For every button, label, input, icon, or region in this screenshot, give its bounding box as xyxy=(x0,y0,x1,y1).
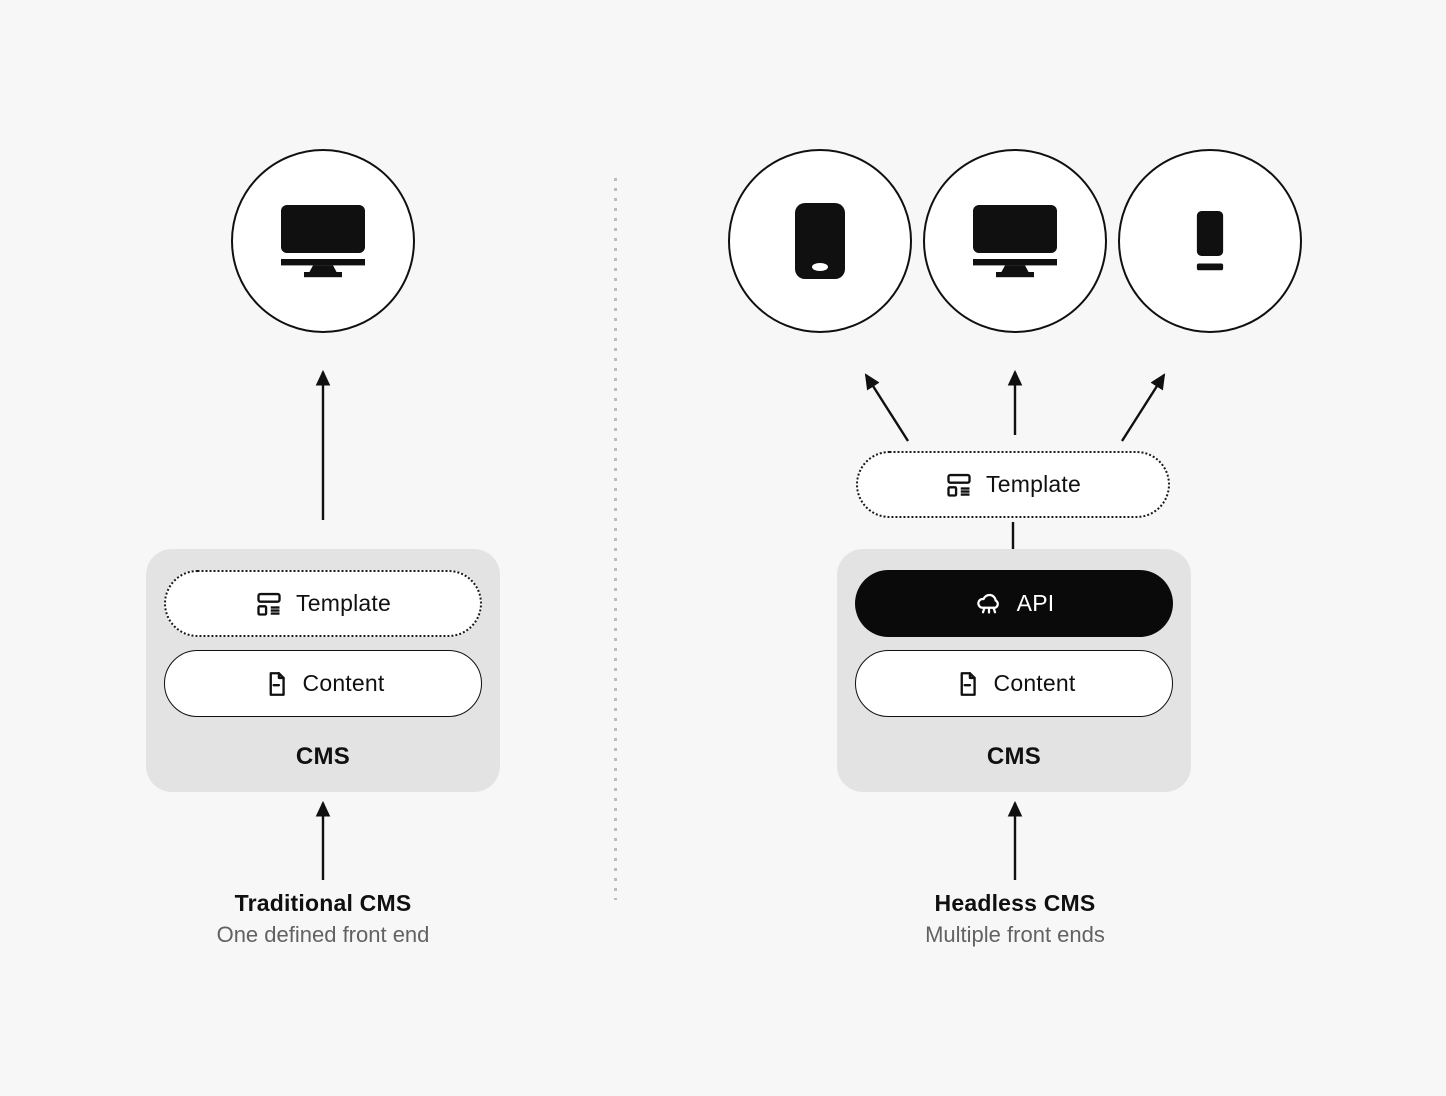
document-icon xyxy=(269,671,285,696)
frontend-circle-phone xyxy=(728,149,912,333)
smartphone-icon xyxy=(795,203,845,279)
content-pill-label: Content xyxy=(993,670,1076,696)
content-pill: Content xyxy=(855,650,1173,717)
tablet-icon xyxy=(1196,211,1224,271)
arrow-template-to-tablet xyxy=(1120,373,1166,442)
api-pill: API xyxy=(855,570,1173,637)
caption-subtitle: One defined front end xyxy=(216,921,430,947)
traditional-cms-box: Template Content CMS xyxy=(146,549,500,792)
section-divider xyxy=(614,178,617,900)
template-pill-floating: Template xyxy=(856,451,1170,518)
headless-cms-box: API Content CMS xyxy=(837,549,1191,792)
caption-title: Headless CMS xyxy=(934,890,1096,916)
arrow-template-to-phone xyxy=(864,373,910,442)
frontend-circle-desktop-right xyxy=(923,149,1107,333)
template-pill-label: Template xyxy=(986,471,1081,497)
caption-subtitle: Multiple front ends xyxy=(925,921,1105,947)
content-pill-label: Content xyxy=(302,670,385,696)
cms-box-label: CMS xyxy=(986,743,1042,770)
document-icon xyxy=(960,671,976,696)
cms-box-label: CMS xyxy=(295,743,351,770)
template-icon xyxy=(947,473,971,497)
traditional-cms-caption: Traditional CMS One defined front end xyxy=(73,889,573,948)
desktop-icon xyxy=(281,205,365,278)
content-pill: Content xyxy=(164,650,482,717)
template-icon xyxy=(257,592,281,616)
headless-cms-caption: Headless CMS Multiple front ends xyxy=(765,889,1265,948)
cloud-icon xyxy=(976,593,999,614)
template-pill-label: Template xyxy=(296,590,391,616)
frontend-circle-desktop-left xyxy=(231,149,415,333)
template-pill: Template xyxy=(164,570,482,637)
frontend-circle-tablet xyxy=(1118,149,1302,333)
desktop-icon xyxy=(973,205,1057,278)
api-pill-label: API xyxy=(1016,590,1055,616)
caption-title: Traditional CMS xyxy=(234,890,412,916)
